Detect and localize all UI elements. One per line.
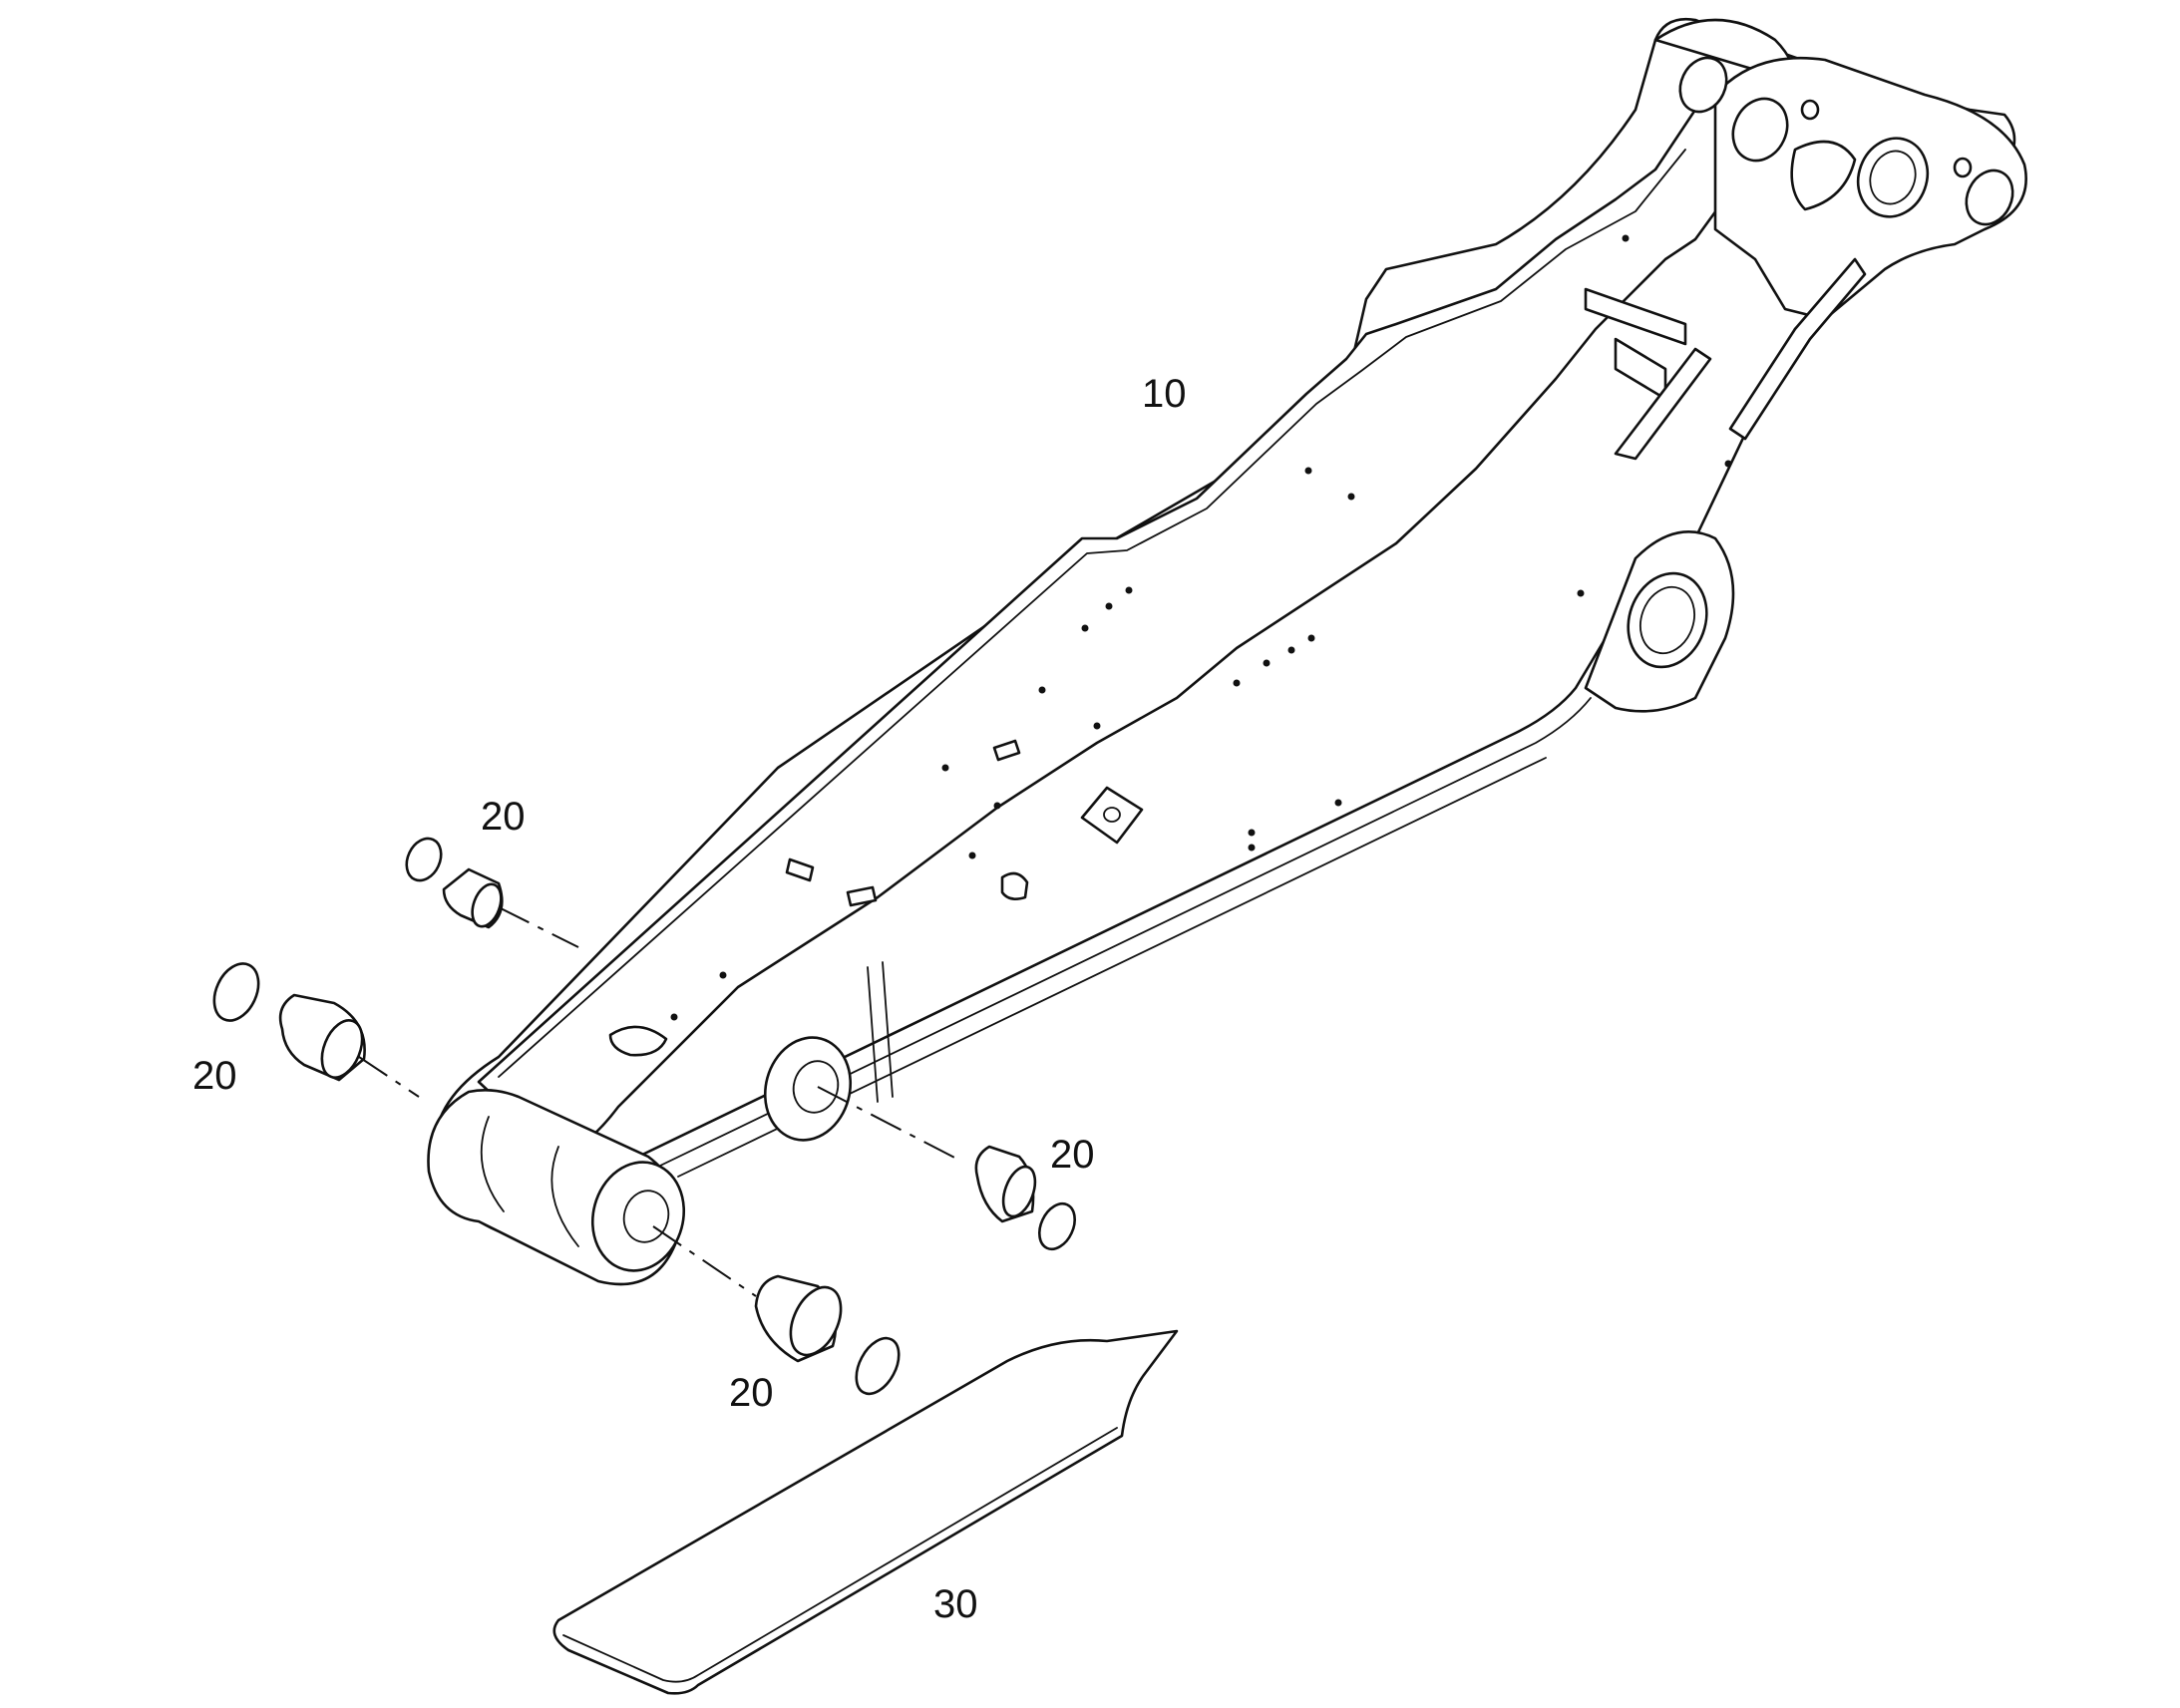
- head-slot: [1790, 140, 1857, 211]
- stud: [1248, 844, 1256, 852]
- head-hole-5: [1953, 157, 1973, 178]
- centerline-left: [358, 1056, 420, 1098]
- stud: [993, 802, 1001, 810]
- stud: [941, 764, 949, 772]
- stud: [1724, 460, 1732, 468]
- centerline-bottom: [652, 1225, 757, 1297]
- o-ring-left: [212, 962, 260, 1022]
- arm-front-tube-bore: [622, 1190, 670, 1243]
- stud: [1577, 589, 1585, 597]
- arm-assembly: [427, 17, 2027, 1286]
- flange-pad-2: [785, 857, 815, 882]
- callout-bushing-bottom: 20: [729, 1371, 774, 1415]
- head-hole-6: [1800, 99, 1820, 121]
- stud: [1093, 722, 1101, 730]
- arm-pivot-hole: [1627, 571, 1708, 669]
- arm-mid-boss: [763, 1036, 853, 1142]
- arm-front-tube-end: [590, 1161, 686, 1272]
- flange-pad-3: [846, 885, 878, 907]
- head-hole-3-inner: [1869, 150, 1917, 205]
- flange-mount-hole: [1103, 807, 1121, 823]
- stud: [1347, 493, 1355, 501]
- stud: [1622, 234, 1630, 242]
- arm-web: [867, 961, 894, 1103]
- wear-plate: [552, 1329, 1179, 1695]
- wear-plate-outline: [552, 1329, 1179, 1695]
- o-ring-right: [1038, 1201, 1076, 1251]
- o-ring-top: [405, 837, 443, 882]
- callout-arm: 10: [1142, 372, 1187, 416]
- flange-oval-pad: [608, 1025, 668, 1057]
- arm-flange-edge: [498, 149, 1686, 1078]
- stud: [1307, 634, 1315, 642]
- stud: [1038, 686, 1046, 694]
- arm-pivot-hole-inner: [1639, 585, 1695, 655]
- stud: [1233, 679, 1241, 687]
- arm-mid-boss-bore: [792, 1060, 840, 1114]
- stud: [968, 852, 976, 859]
- stud: [1334, 799, 1342, 807]
- centerline-top: [498, 906, 579, 948]
- stud: [719, 971, 727, 979]
- arm-cross-brace-1: [1584, 287, 1687, 346]
- bushing-set: [212, 837, 1076, 1396]
- bushing-right-face: [1001, 1165, 1037, 1218]
- flange-mount-plate: [1080, 786, 1144, 845]
- flange-pad-1: [992, 739, 1021, 762]
- stud: [1287, 646, 1295, 654]
- o-ring-bottom: [855, 1336, 901, 1396]
- callout-bushing-top: 20: [481, 795, 526, 839]
- stud: [1304, 467, 1312, 475]
- arm-front-tube-ring: [480, 1116, 579, 1247]
- stud: [1263, 659, 1271, 667]
- callout-bushing-right: 20: [1050, 1133, 1095, 1177]
- head-hole-4: [1965, 169, 2014, 226]
- bushing-bottom-face: [789, 1285, 843, 1357]
- arm-rear-strut: [1728, 257, 1867, 441]
- centerline-right: [817, 1086, 963, 1163]
- wear-plate-edge: [562, 1427, 1118, 1683]
- bushing-top-face: [471, 882, 503, 928]
- stud: [1105, 602, 1113, 610]
- head-hole-1: [1678, 56, 1728, 114]
- bushing-left-face: [320, 1019, 364, 1079]
- stud: [1248, 829, 1256, 837]
- callout-wear-plate: 30: [933, 1582, 978, 1626]
- arm-bottom-edge: [657, 697, 1592, 1168]
- stud: [1081, 624, 1089, 632]
- arm-diagonal-strut: [1614, 347, 1712, 461]
- callout-labels: 10 20 20 20 20 30: [192, 372, 1187, 1626]
- head-hole-2: [1731, 97, 1789, 163]
- stud: [1125, 586, 1133, 594]
- callout-bushing-left: 20: [192, 1054, 237, 1098]
- stud: [670, 1013, 678, 1021]
- flange-boss-small: [1000, 871, 1029, 900]
